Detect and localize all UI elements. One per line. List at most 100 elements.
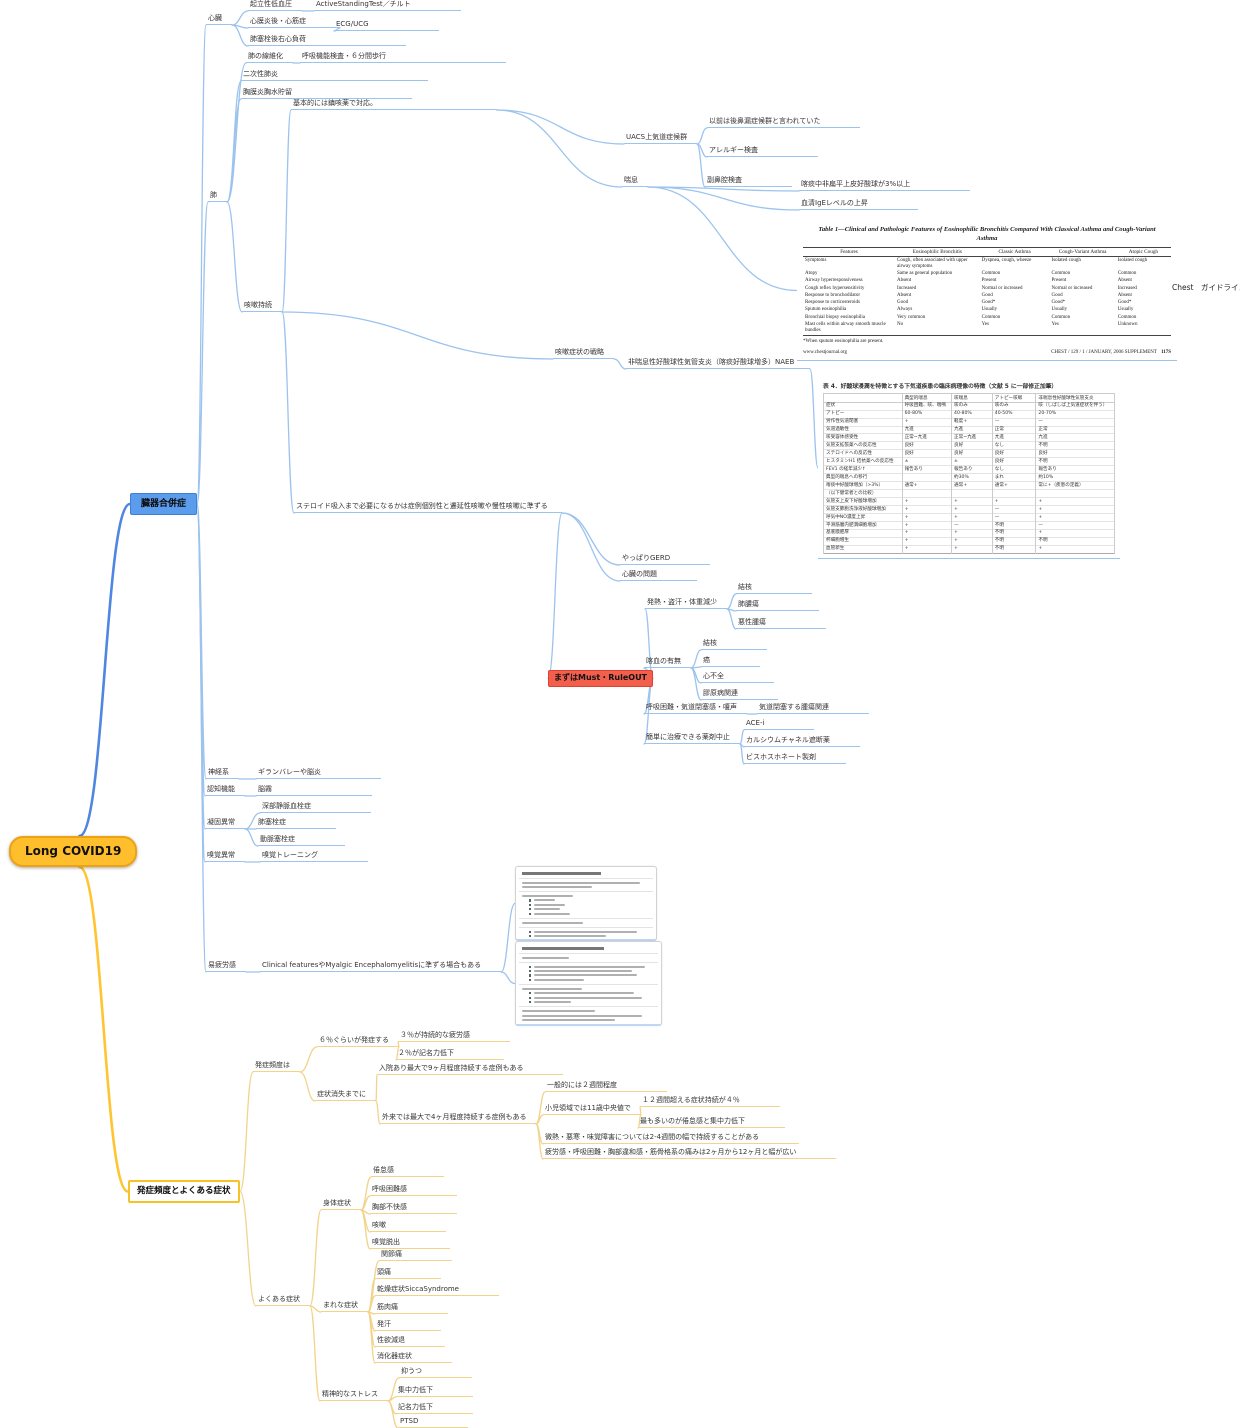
node-pleuritis-effusion[interactable]: 胸膜炎胸水貯留 <box>241 88 412 100</box>
node-naeb[interactable]: 非喘息性好酸球性気管支炎（喀痰好酸球増多）NAEB <box>626 358 811 370</box>
node-mental-stress[interactable]: 精神的なストレス <box>320 1390 388 1402</box>
node-common-symptoms[interactable]: よくある症状 <box>256 1295 310 1307</box>
node-allergy-test[interactable]: アレルギー検査 <box>707 146 818 158</box>
node-most-fatigue-concentration[interactable]: 最も多いのが倦怠感と集中力低下 <box>638 1117 785 1129</box>
chest-table[interactable]: Table 1—Clinical and Pathologic Features… <box>797 220 1177 361</box>
node-malignancy[interactable]: 悪性腫瘍 <box>736 618 826 630</box>
node-pe-right-heart-strain[interactable]: 肺塞栓後右心負荷 <box>248 35 406 47</box>
node-gbs-encephalitis[interactable]: ギランバレーや脳炎 <box>256 768 381 780</box>
connector <box>281 311 295 514</box>
node-sinus-exam[interactable]: 副鼻腔検査 <box>705 176 792 188</box>
node-myalgia[interactable]: 筋肉痛 <box>375 1303 448 1315</box>
cell: Absent <box>1117 278 1132 284</box>
node-lung-fibrosis[interactable]: 肺の線維化 <box>246 52 293 64</box>
node-sweating[interactable]: 発汗 <box>375 1320 441 1332</box>
node-fatigue-2-12months[interactable]: 疲労感・呼吸困難・胸部違和感・筋骨格系の痛みは2ヶ月から12ヶ月と幅が広い <box>543 1148 837 1160</box>
node-lung[interactable]: 肺 <box>208 191 227 203</box>
node-lowgrade-fever-2-4weeks[interactable]: 微熱・悪寒・味覚障害については2-4週間の幅で持続することがある <box>543 1133 800 1145</box>
node-gerd[interactable]: やっぱりGERD <box>620 554 711 566</box>
node-pericarditis-myocarditis[interactable]: 心膜炎後・心筋症 <box>248 17 340 29</box>
node-ccb[interactable]: カルシウムチャネル遮断薬 <box>744 736 860 748</box>
node-fever-sweat-weightloss[interactable]: 発熱・盗汗・体重減少 <box>645 598 727 610</box>
node-ace-i[interactable]: ACE-i <box>744 719 815 731</box>
node-chest-discomfort[interactable]: 胸部不快感 <box>370 1203 457 1215</box>
node-dyspnea-sensation[interactable]: 呼吸困難感 <box>370 1185 457 1197</box>
node-asthma[interactable]: 喘息 <box>622 176 648 188</box>
node-persistent-cough[interactable]: 咳嗽持続 <box>242 301 282 313</box>
node-three-percent-fatigue[interactable]: ３％が持続的な疲労感 <box>398 1031 510 1043</box>
node-collagen-disease[interactable]: 膠原病関連 <box>701 689 778 701</box>
node-pft-6mwt[interactable]: 呼吸機能検査・６分間歩行 <box>300 52 506 64</box>
node-cancer[interactable]: 癌 <box>701 656 760 668</box>
node-orthostatic-hypotension[interactable]: 起立性低血圧 <box>248 0 302 12</box>
node-arthralgia[interactable]: 関節痛 <box>379 1250 452 1262</box>
node-gi-symptoms[interactable]: 消化器症状 <box>375 1352 452 1364</box>
node-steroid-inhale[interactable]: ステロイド吸入まで必要になるかは症例個別性と遷延性咳嗽や慢性咳嗽に準ずる <box>294 502 562 514</box>
node-malaise[interactable]: 倦怠感 <box>371 1166 444 1178</box>
node-bisphosphonate[interactable]: ビスホスホネート製剤 <box>744 753 846 765</box>
node-depression[interactable]: 抑うつ <box>399 1367 472 1379</box>
node-outpatient-4months[interactable]: 外来では最大で4ヶ月程度持続する症例もある <box>380 1113 537 1125</box>
node-stop-treatable-drugs[interactable]: 簡単に治療できる薬剤中止 <box>644 733 740 745</box>
node-sputum-eos-3pct[interactable]: 喀痰中非扁平上皮好酸球が3%以上 <box>799 180 971 192</box>
node-brain-fog[interactable]: 脳霧 <box>256 785 372 797</box>
node-cognition[interactable]: 認知機能 <box>205 785 245 797</box>
node-me-cfs-features[interactable]: Clinical featuresやMyalgic Encephalomyeli… <box>260 961 502 973</box>
node-heart[interactable]: 心臓 <box>206 14 232 26</box>
node-sicca-syndrome[interactable]: 乾燥症状SiccaSyndrome <box>375 1285 499 1297</box>
node-arterial-embolism[interactable]: 動脈塞栓症 <box>258 835 345 847</box>
node-over-12weeks-4pct[interactable]: １２週間超える症状持続が４％ <box>640 1096 780 1108</box>
node-olfactory-disorder[interactable]: 嗅覚異常 <box>205 851 245 863</box>
cell: + <box>901 417 953 426</box>
node-headache[interactable]: 頭痛 <box>375 1268 441 1280</box>
node-rare-symptoms[interactable]: まれな症状 <box>321 1301 368 1313</box>
node-antitussive-basic[interactable]: 基本的には鎮咳薬で対応。 <box>291 99 497 111</box>
node-memory-impairment[interactable]: 記名力低下 <box>396 1403 473 1415</box>
node-until-resolution[interactable]: 症状消失までに <box>315 1090 376 1102</box>
node-uacs[interactable]: UACS上気道症候群 <box>624 133 698 145</box>
node-lung-abscess[interactable]: 肺膿瘍 <box>736 600 819 612</box>
node-root[interactable]: Long COVID19 <box>9 836 138 868</box>
node-decreased-libido[interactable]: 性欲減退 <box>375 1336 445 1348</box>
node-serum-ige[interactable]: 血清IgEレベルの上昇 <box>799 199 918 211</box>
node-generally-2weeks[interactable]: 一般的には２週間程度 <box>545 1081 667 1093</box>
node-dyspnea-obstruction-hoarseness[interactable]: 呼吸困難・気道閉塞感・嗄声 <box>644 703 747 715</box>
node-nervous-system[interactable]: 神経系 <box>206 768 239 780</box>
node-inpatient-9months[interactable]: 入院あり最大で9ヶ月程度持続する症例もある <box>377 1064 564 1076</box>
node-easy-fatigability[interactable]: 易疲労感 <box>206 961 246 973</box>
me-note-2[interactable] <box>515 941 662 1026</box>
node-heart-problem[interactable]: 心臓の問題 <box>620 570 697 582</box>
node-smell-loss[interactable]: 嗅覚脱出 <box>370 1238 450 1250</box>
node-hemoptysis[interactable]: 喀血の有無 <box>644 657 691 669</box>
node-six-percent[interactable]: ６％ぐらいが発症する <box>317 1036 399 1048</box>
node-organ-complications[interactable]: 臓器合併症 <box>130 493 198 516</box>
bullet-icon <box>529 912 532 915</box>
doc-list-item <box>529 935 650 938</box>
cell: 正常~亢進 <box>901 433 953 442</box>
node-must-rule-out[interactable]: まずはMust・RuleOUT <box>548 670 654 687</box>
node-poor-concentration[interactable]: 集中力低下 <box>396 1386 473 1398</box>
node-airway-obstructing-tumor[interactable]: 気道閉塞する腫瘍関連 <box>757 703 869 715</box>
node-onset-frequency[interactable]: 発症頻度は <box>253 1061 300 1073</box>
me-note-1[interactable] <box>515 866 657 941</box>
node-ecg-ucg[interactable]: ECG/UCG <box>334 20 439 32</box>
node-heart-failure[interactable]: 心不全 <box>701 672 774 684</box>
node-ptsd[interactable]: PTSD <box>398 1417 469 1428</box>
node-tb-2[interactable]: 結核 <box>701 639 767 651</box>
node-secondary-pneumonia[interactable]: 二次性肺炎 <box>241 70 428 82</box>
node-active-standing-test[interactable]: ActiveStandingTest／チルト <box>314 0 461 12</box>
node-coagulopathy[interactable]: 凝固異常 <box>205 818 245 830</box>
node-freq-and-symptoms[interactable]: 発症頻度とよくある症状 <box>128 1180 240 1204</box>
node-tb-1[interactable]: 結核 <box>736 583 812 595</box>
node-dvt[interactable]: 深部静脈血栓症 <box>260 802 371 814</box>
node-two-percent-memory[interactable]: ２％が記名力低下 <box>396 1049 504 1061</box>
jp-table[interactable]: 表 4．好酸球浸潤を特徴とする下気道疾患の臨床病理像の特徴（文献 5 に一部修正… <box>818 377 1120 559</box>
node-chest-guideline[interactable]: Chest ガイドライン <box>1172 283 1240 292</box>
node-pulmonary-embolism[interactable]: 肺塞栓症 <box>256 818 336 830</box>
node-cough-strategy[interactable]: 咳嗽症状の戦略 <box>553 348 614 360</box>
node-postnasal-drip[interactable]: 以前は後鼻漏症候群と言われていた <box>707 117 861 129</box>
node-pediatric-median-11[interactable]: 小児領域では11歳中央値で <box>543 1104 641 1116</box>
node-cough-symptom[interactable]: 咳嗽 <box>370 1221 446 1233</box>
node-physical-symptoms[interactable]: 身体症状 <box>321 1199 361 1211</box>
node-smell-training[interactable]: 嗅覚トレーニング <box>260 851 368 863</box>
